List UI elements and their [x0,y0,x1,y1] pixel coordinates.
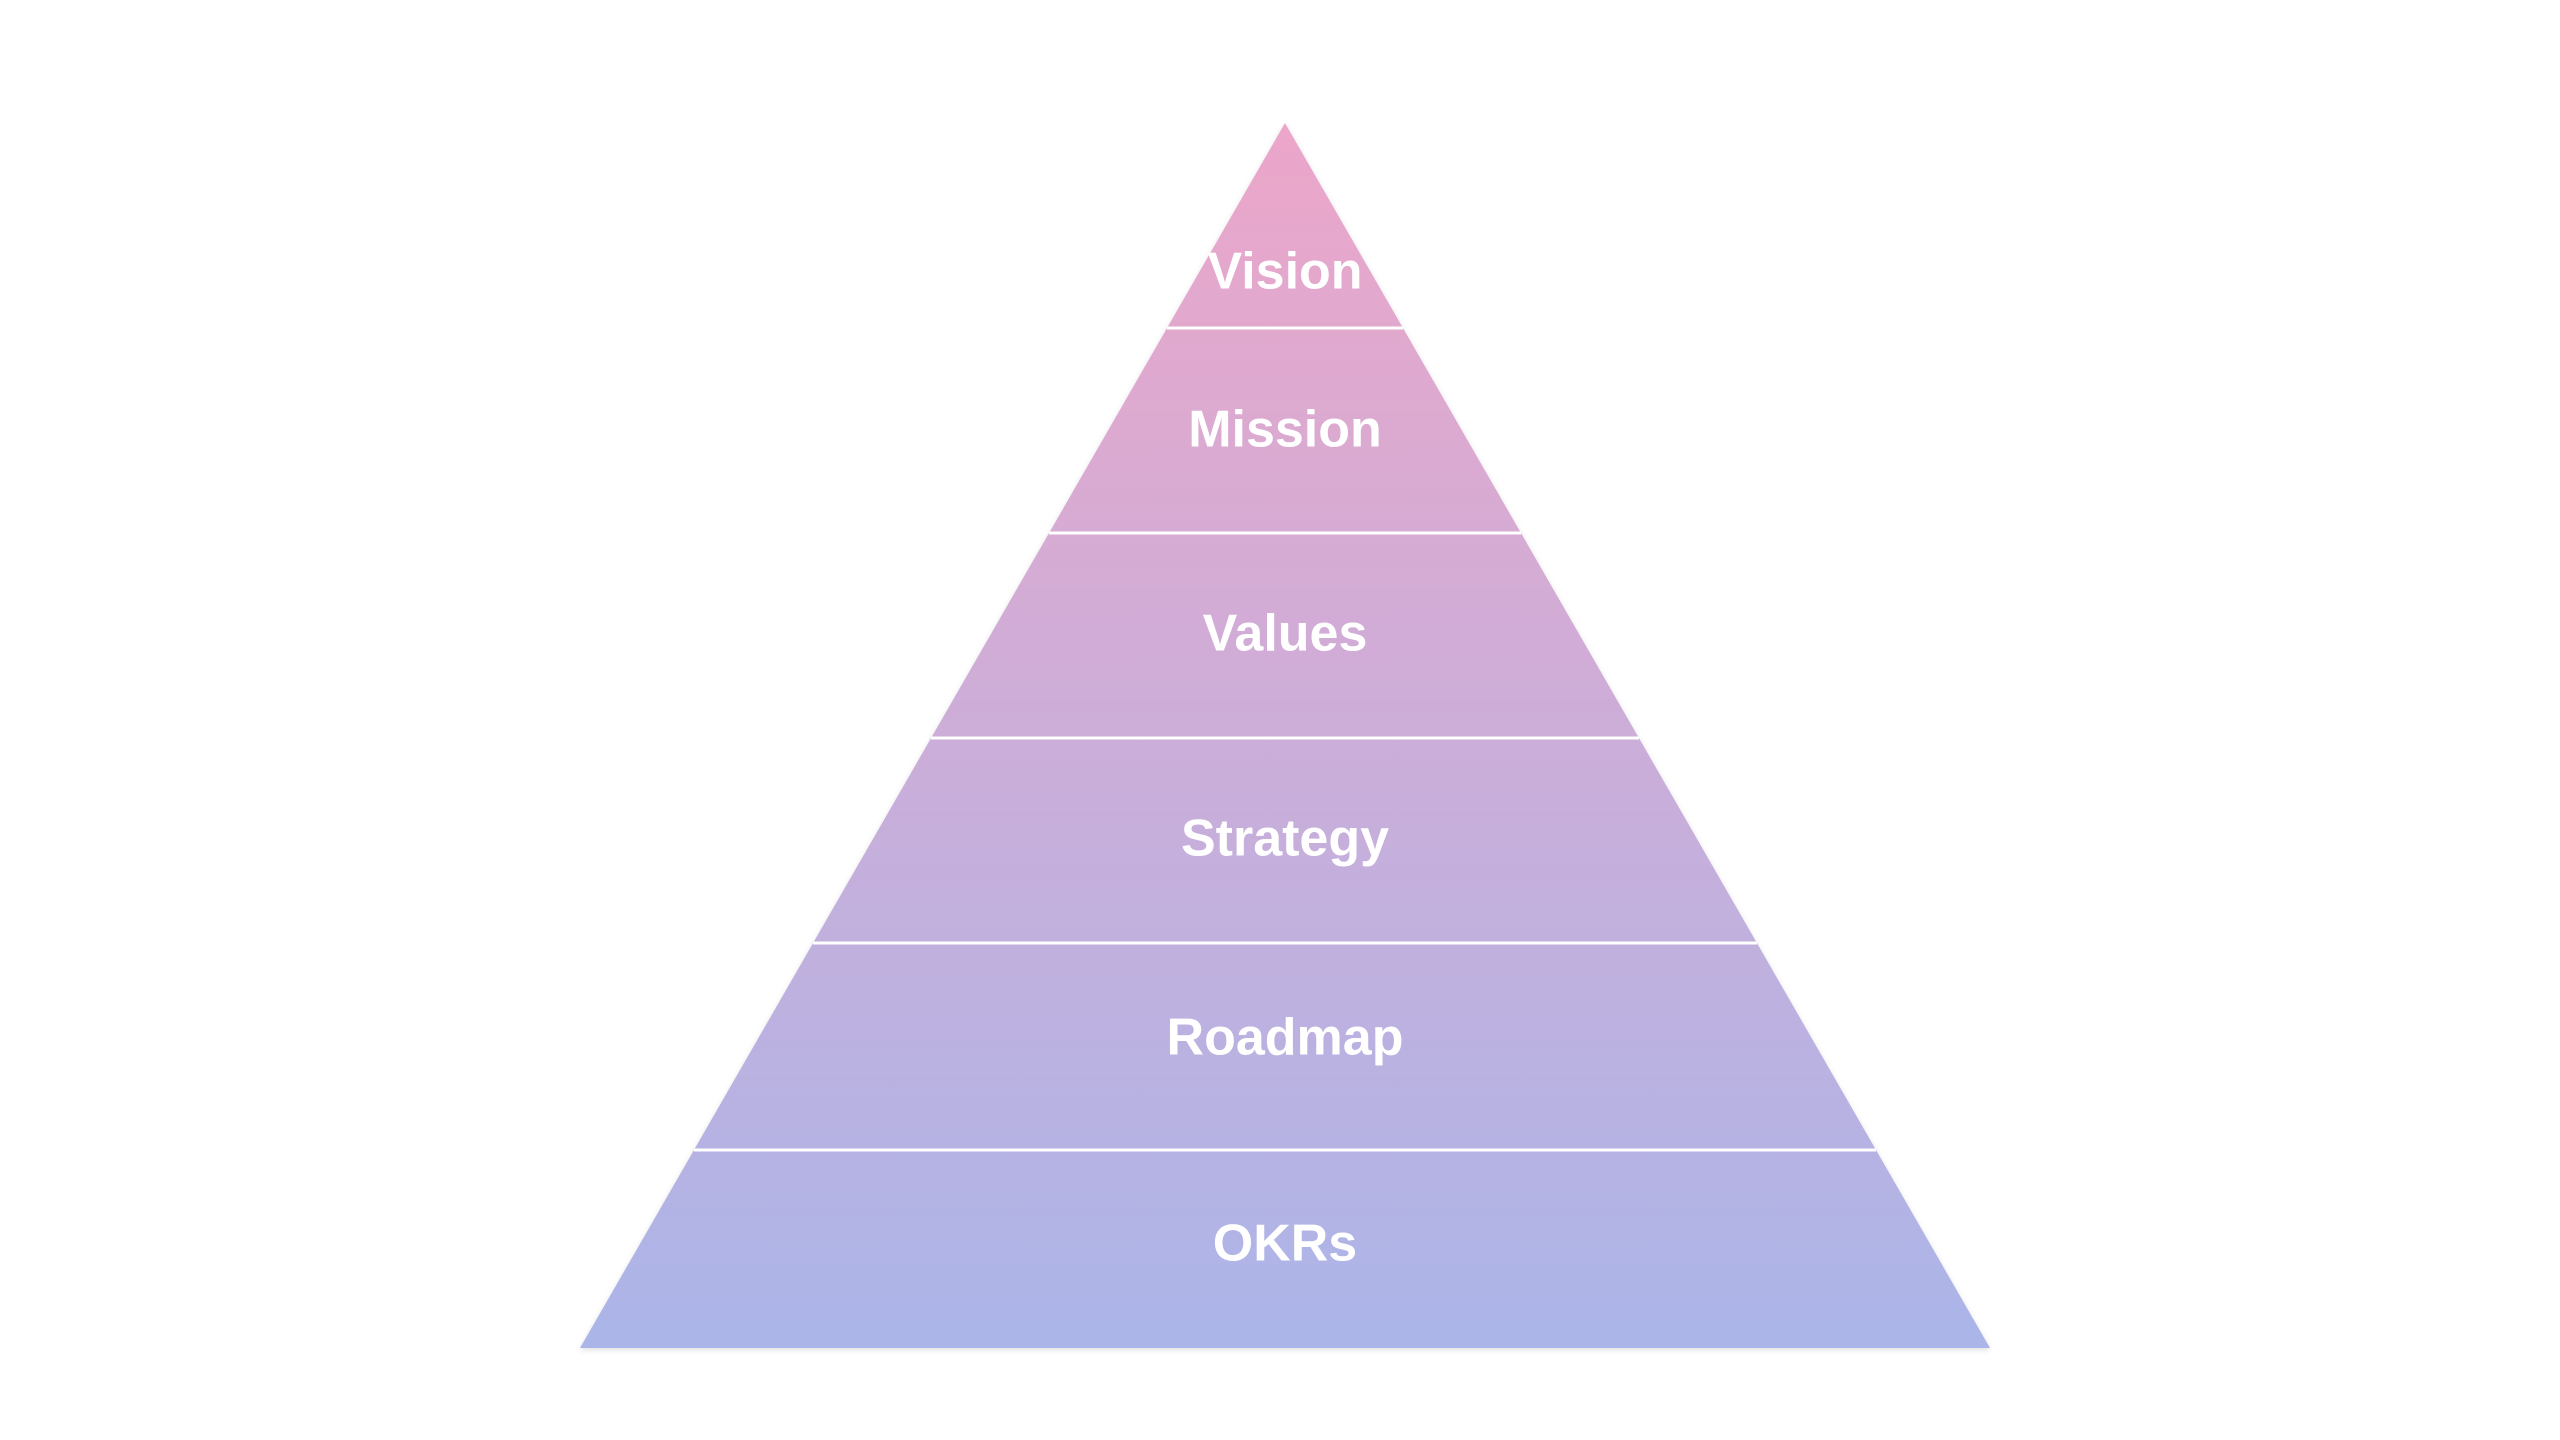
tier-label-okrs: OKRs [1213,1215,1357,1273]
tier-label-vision: Vision [1207,243,1362,301]
tier-label-values: Values [1203,605,1368,663]
pyramid-body [580,123,1990,1348]
tier-label-roadmap: Roadmap [1167,1009,1404,1067]
tier-dividers [693,326,1877,1152]
tier-label-strategy: Strategy [1181,810,1389,868]
tier-label-mission: Mission [1188,401,1382,459]
